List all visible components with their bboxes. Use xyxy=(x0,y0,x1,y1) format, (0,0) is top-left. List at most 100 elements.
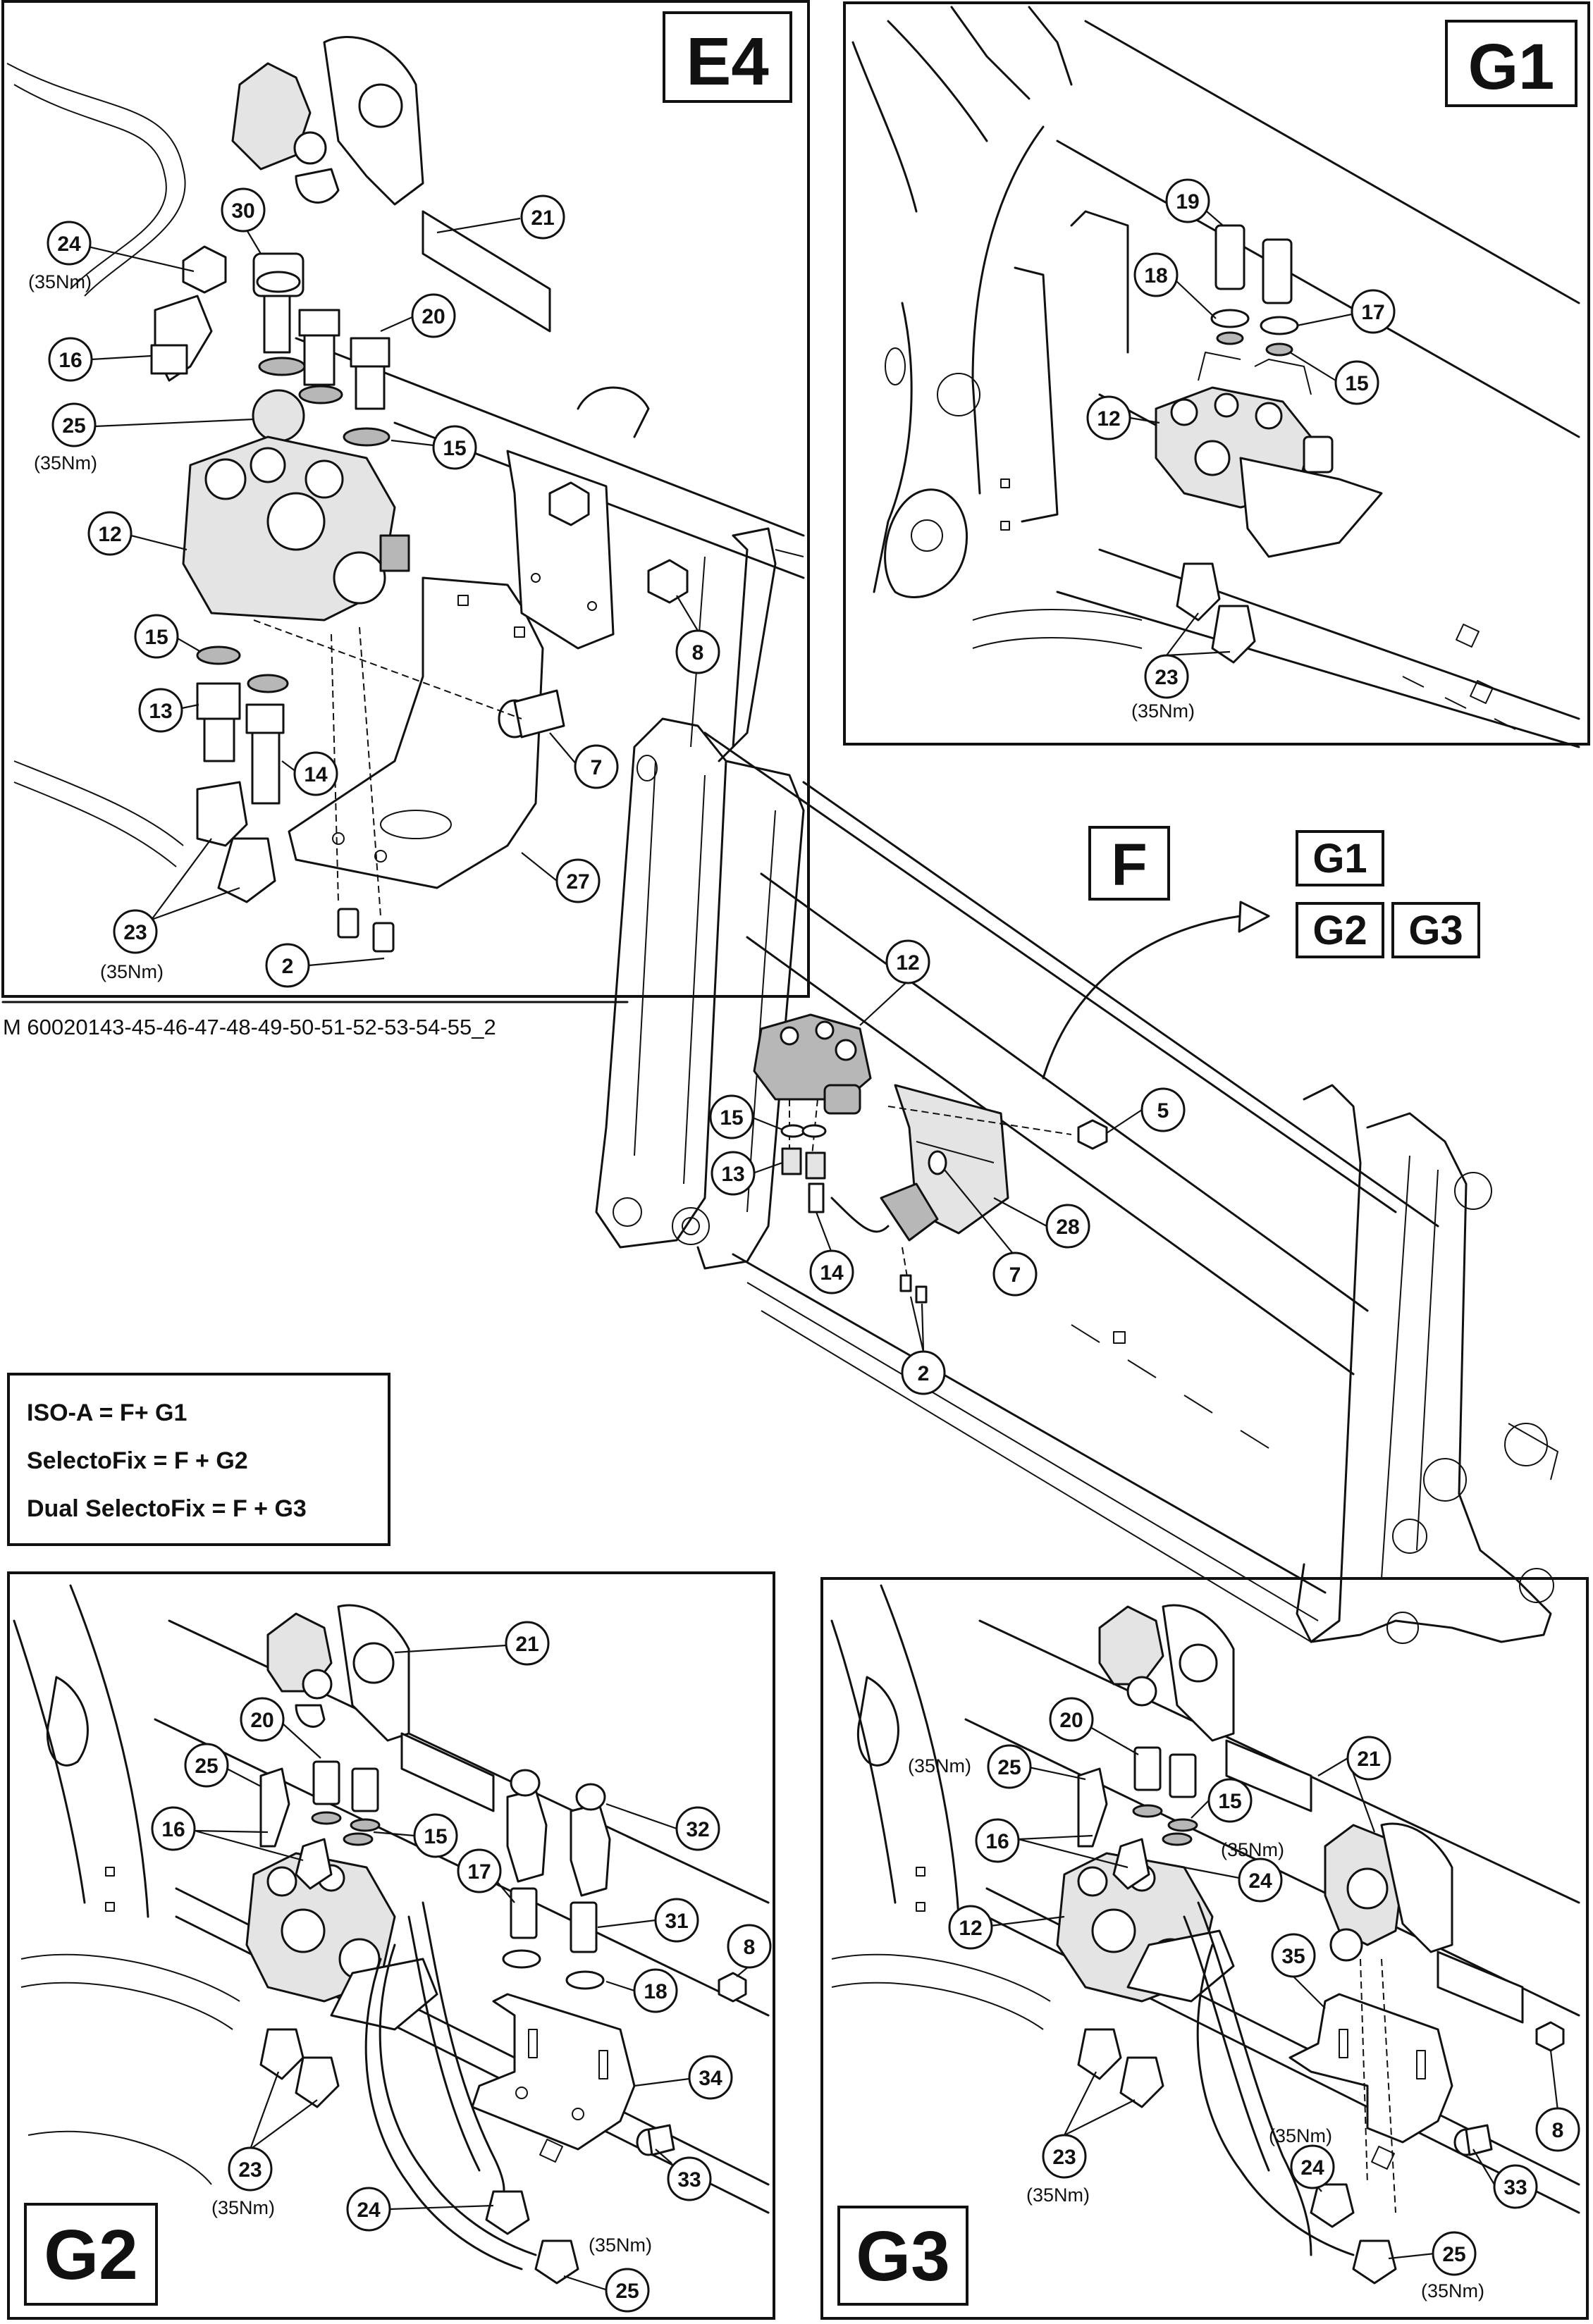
svg-text:7: 7 xyxy=(1009,1263,1021,1287)
callout-g1-18: 18 xyxy=(1133,252,1179,297)
svg-text:18: 18 xyxy=(644,1980,667,2003)
svg-text:25: 25 xyxy=(62,414,85,438)
svg-text:8: 8 xyxy=(1552,2119,1564,2142)
callout-e4-25: 25 xyxy=(51,402,97,447)
torque-g2-25: (35Nm) xyxy=(589,2235,652,2256)
svg-text:32: 32 xyxy=(686,1818,709,1841)
callout-e4-15a: 15 xyxy=(432,425,477,470)
callout-g2-25b: 25 xyxy=(605,2268,650,2313)
svg-text:19: 19 xyxy=(1176,190,1199,214)
callout-e4-24: 24 xyxy=(47,221,92,266)
svg-text:12: 12 xyxy=(1097,407,1120,431)
svg-text:8: 8 xyxy=(744,1936,756,1959)
svg-text:14: 14 xyxy=(820,1261,844,1285)
legend-selectofix: SelectoFix = F + G2 xyxy=(27,1447,248,1474)
svg-text:14: 14 xyxy=(304,763,328,786)
svg-text:7: 7 xyxy=(591,756,603,779)
svg-text:15: 15 xyxy=(443,437,466,460)
callout-f-12: 12 xyxy=(885,939,930,984)
callout-g3-20: 20 xyxy=(1049,1697,1094,1742)
svg-text:13: 13 xyxy=(721,1163,744,1186)
callout-e4-23: 23 xyxy=(113,909,158,954)
callout-g2-18: 18 xyxy=(633,1968,678,2013)
legend-iso-a: ISO-A = F+ G1 xyxy=(27,1399,187,1426)
configuration-legend: ISO-A = F+ G1 SelectoFix = F + G2 Dual S… xyxy=(7,1373,390,1546)
callout-g2-34: 34 xyxy=(688,2055,733,2100)
svg-text:25: 25 xyxy=(1442,2243,1465,2266)
callout-g3-33: 33 xyxy=(1493,2164,1538,2209)
callout-g2-32: 32 xyxy=(675,1806,720,1851)
loader-frame-drawing xyxy=(595,717,1558,1644)
callout-g3-21: 21 xyxy=(1346,1736,1391,1781)
svg-text:12: 12 xyxy=(896,951,919,975)
callout-g3-8: 8 xyxy=(1535,2107,1580,2152)
svg-text:17: 17 xyxy=(467,1860,491,1884)
ref-label-g2: G2 xyxy=(1296,902,1384,958)
svg-text:23: 23 xyxy=(1052,2146,1076,2169)
svg-text:16: 16 xyxy=(985,1830,1009,1853)
callout-e4-7: 7 xyxy=(574,744,619,789)
legend-dual-selectofix: Dual SelectoFix = F + G3 xyxy=(27,1495,307,1522)
callouts-g1: 19 18 17 15 12 23 (35Nm) xyxy=(1086,178,1396,722)
svg-text:24: 24 xyxy=(1300,2156,1324,2180)
callouts-e4: 30 24 (35Nm) 21 16 20 25 (35Nm) 15 12 15… xyxy=(28,187,720,988)
svg-text:G3: G3 xyxy=(1408,908,1463,953)
svg-text:13: 13 xyxy=(149,700,172,723)
torque-g2-23: (35Nm) xyxy=(211,2197,275,2218)
ref-label-g1: G1 xyxy=(1296,830,1384,886)
svg-text:16: 16 xyxy=(161,1818,185,1841)
callout-g1-17: 17 xyxy=(1351,289,1396,334)
svg-text:23: 23 xyxy=(238,2158,262,2182)
callout-e4-2: 2 xyxy=(265,943,310,988)
svg-text:G2: G2 xyxy=(44,2215,137,2294)
svg-text:27: 27 xyxy=(566,870,589,894)
svg-text:34: 34 xyxy=(699,2067,722,2090)
svg-text:15: 15 xyxy=(1345,372,1368,395)
svg-text:35: 35 xyxy=(1281,1945,1305,1968)
callout-f-2: 2 xyxy=(901,1350,946,1395)
callout-e4-8: 8 xyxy=(675,629,720,674)
svg-text:15: 15 xyxy=(1218,1790,1241,1813)
torque-g3-15: (35Nm) xyxy=(1221,1839,1284,1860)
callouts-g2: 21 20 25 16 15 32 17 31 8 18 34 23 (35Nm… xyxy=(151,1621,772,2313)
svg-text:18: 18 xyxy=(1144,264,1167,288)
callout-e4-27: 27 xyxy=(555,858,601,903)
svg-text:20: 20 xyxy=(250,1709,273,1732)
callout-g3-23: 23 xyxy=(1042,2134,1087,2179)
svg-text:25: 25 xyxy=(997,1756,1021,1779)
callout-g1-12: 12 xyxy=(1086,395,1131,440)
callout-g3-24a: 24 xyxy=(1238,1858,1283,1903)
document-reference: M 60020143-45-46-47-48-49-50-51-52-53-54… xyxy=(3,1015,496,1039)
svg-text:15: 15 xyxy=(720,1106,743,1130)
svg-text:33: 33 xyxy=(677,2168,701,2192)
callout-g3-16: 16 xyxy=(975,1818,1020,1863)
callout-g2-23: 23 xyxy=(228,2146,273,2192)
panel-e4-frame xyxy=(1,0,810,998)
callout-g3-25b: 25 xyxy=(1432,2231,1477,2276)
callout-g3-24b: 24 xyxy=(1290,2144,1335,2189)
callout-g3-25a: 25 xyxy=(987,1744,1032,1789)
svg-text:25: 25 xyxy=(615,2280,639,2303)
svg-text:20: 20 xyxy=(422,305,445,328)
callouts-g3: 20 (35Nm) 25 15 (35Nm) 21 16 24 12 35 8 … xyxy=(908,1697,1580,2301)
svg-text:20: 20 xyxy=(1059,1709,1083,1732)
callout-f-15: 15 xyxy=(709,1094,754,1139)
callout-e4-16: 16 xyxy=(48,337,93,382)
callout-g2-16: 16 xyxy=(151,1806,196,1851)
svg-text:G2: G2 xyxy=(1312,908,1367,953)
callout-e4-21: 21 xyxy=(520,194,565,240)
callout-e4-13: 13 xyxy=(138,688,183,733)
svg-text:24: 24 xyxy=(57,233,81,256)
callout-e4-12: 12 xyxy=(87,511,133,556)
torque-e4-23: (35Nm) xyxy=(100,961,164,982)
torque-g3-25a: (35Nm) xyxy=(908,1755,971,1776)
callout-e4-14: 14 xyxy=(293,751,338,796)
panel-label-f: F xyxy=(1088,826,1170,901)
svg-text:16: 16 xyxy=(59,349,82,372)
svg-text:23: 23 xyxy=(1155,666,1178,689)
torque-g1-23: (35Nm) xyxy=(1131,700,1195,722)
svg-text:21: 21 xyxy=(531,206,554,230)
callout-e4-30: 30 xyxy=(221,187,266,233)
panel-g1-frame xyxy=(843,1,1590,746)
svg-text:F: F xyxy=(1111,832,1147,898)
